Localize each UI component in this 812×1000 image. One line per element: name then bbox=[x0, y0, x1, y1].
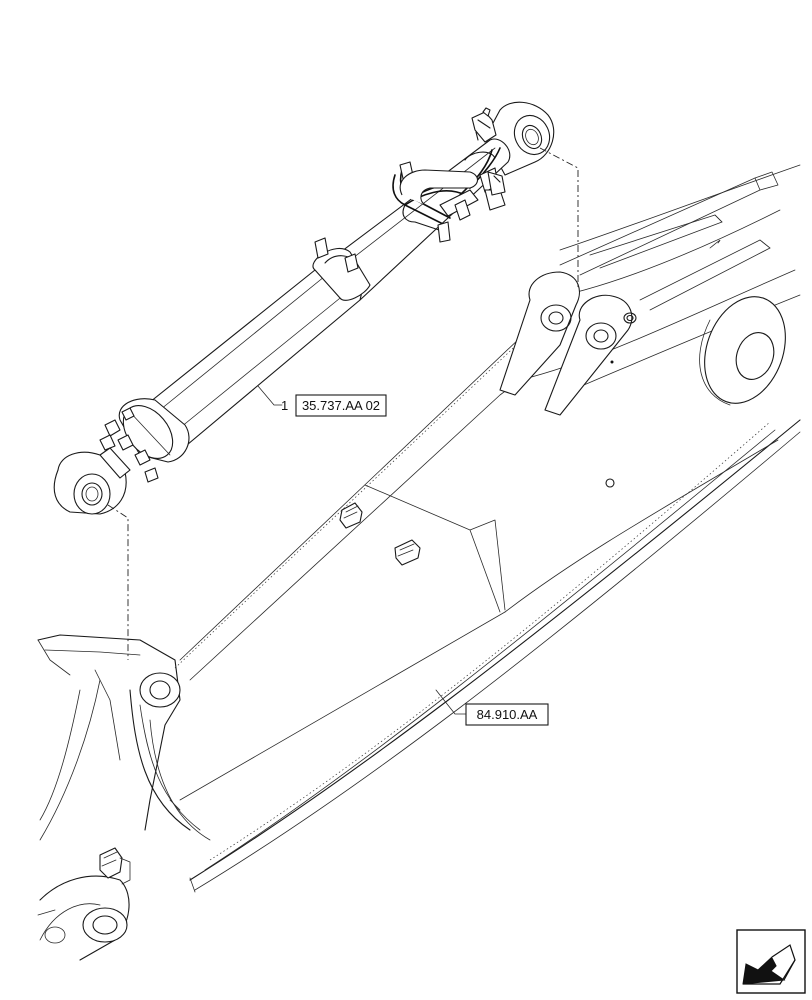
leader-line bbox=[257, 385, 283, 406]
arrow-navigation-icon[interactable] bbox=[736, 929, 806, 994]
callout-cylinder[interactable]: 1 35.737.AA 02 bbox=[257, 385, 387, 417]
reference-label[interactable]: 84.910.AA bbox=[477, 707, 538, 722]
leader-line bbox=[435, 689, 467, 715]
callout-boom[interactable]: 84.910.AA bbox=[435, 689, 549, 726]
item-number: 1 bbox=[281, 398, 288, 413]
boom-structure bbox=[37, 164, 801, 961]
alignment-lines bbox=[107, 147, 579, 660]
reference-box bbox=[465, 703, 549, 726]
hydraulic-cylinder bbox=[53, 101, 555, 515]
reference-box bbox=[295, 394, 387, 417]
reference-label[interactable]: 35.737.AA 02 bbox=[302, 398, 380, 413]
